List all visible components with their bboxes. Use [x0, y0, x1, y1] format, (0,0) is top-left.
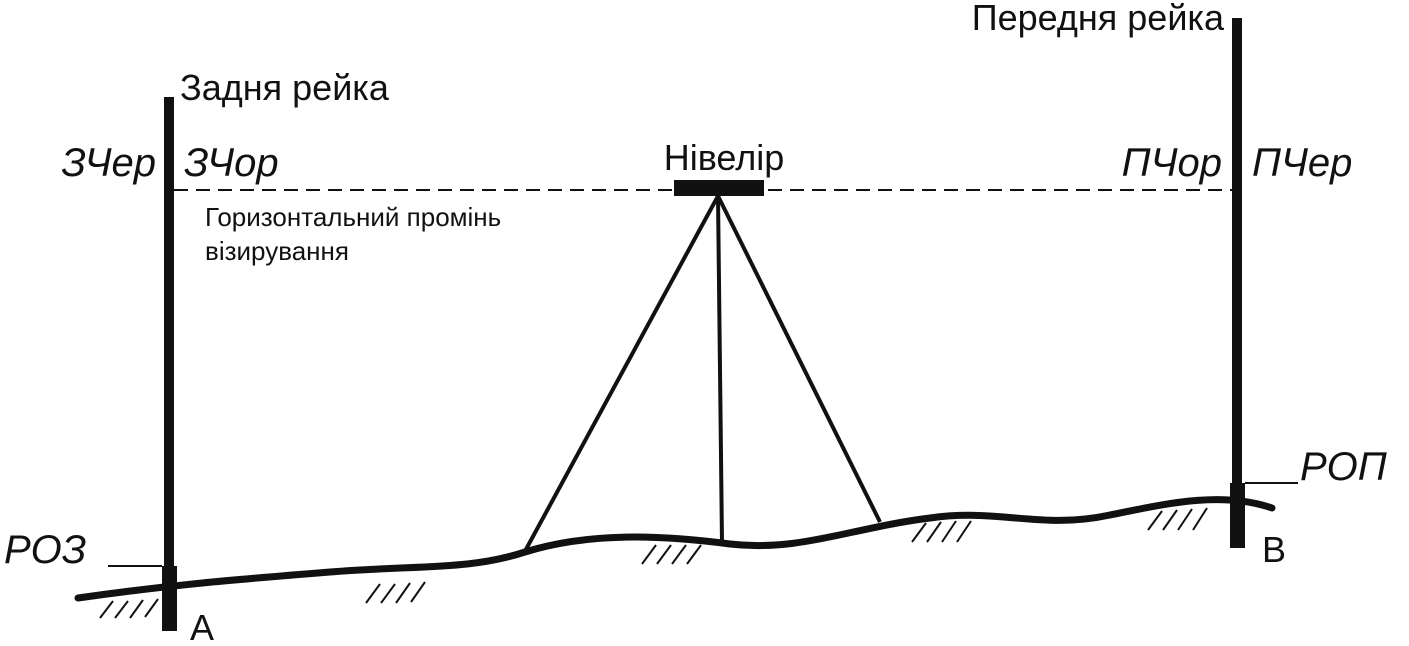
front-rod-label: Передня рейка — [972, 0, 1225, 38]
front-rod-heel — [1230, 483, 1245, 548]
level-instrument — [674, 180, 764, 196]
back-black-reading-label: ЗЧер — [61, 141, 156, 185]
front-rod — [1232, 18, 1242, 488]
back-rod-heel — [162, 566, 177, 631]
point-a-label: A — [190, 607, 214, 641]
tripod — [522, 195, 882, 554]
level-label: Нівелір — [664, 137, 785, 178]
front-heel-label: РОП — [1300, 445, 1388, 489]
back-heel-label: РОЗ — [4, 528, 86, 572]
ground-hatching — [99, 507, 1208, 619]
front-red-reading-label: ПЧор — [1122, 141, 1222, 185]
beam-label-line1: Горизонтальний промінь — [205, 202, 501, 232]
ground-line — [74, 496, 1276, 602]
beam-label-line2: візирування — [205, 236, 349, 266]
back-rod — [164, 97, 174, 567]
point-b-label: B — [1262, 529, 1286, 570]
back-red-reading-label: ЗЧор — [184, 141, 279, 185]
back-rod-label: Задня рейка — [180, 67, 390, 108]
front-black-reading-label: ПЧер — [1252, 141, 1352, 185]
